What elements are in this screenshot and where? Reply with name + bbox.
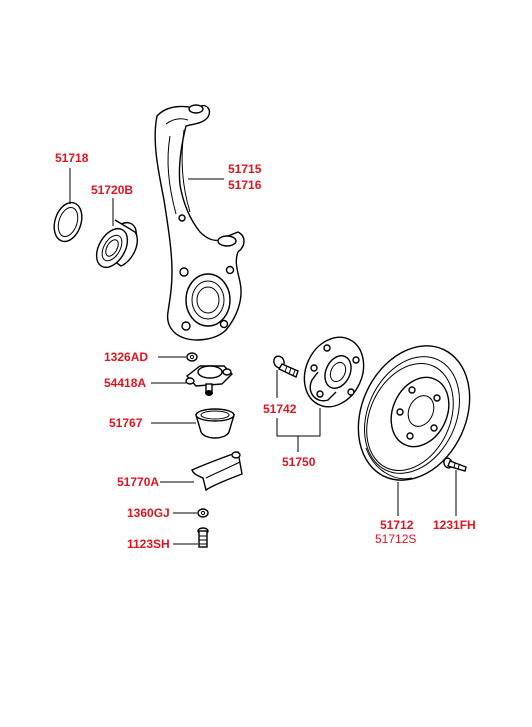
label-1231fh: 1231FH [433,518,476,532]
wheel-hub-51750[interactable] [293,328,374,417]
label-51712s: 51712S [375,532,417,546]
steering-knuckle-51715[interactable] [154,104,245,341]
hub-bolt-51742[interactable] [272,354,299,378]
label-51712: 51712 [380,518,414,532]
label-51718: 51718 [55,151,89,165]
label-51750: 51750 [282,455,316,469]
label-54418a: 54418A [104,376,147,390]
label-51767: 51767 [109,416,143,430]
screw-1231fh[interactable] [443,457,467,472]
label-51715: 51715 [228,162,262,176]
label-51716: 51716 [228,178,262,192]
label-1360gj: 1360GJ [127,506,170,520]
label-51770a: 51770A [117,475,160,489]
label-1326ad: 1326AD [104,350,149,364]
label-51742: 51742 [263,402,297,416]
label-51720b: 51720B [91,183,134,197]
bracket-51770a[interactable] [191,451,243,492]
ball-joint-54418a[interactable] [185,365,233,396]
dust-boot-51767[interactable] [195,408,235,439]
snap-ring-51718[interactable] [49,199,86,245]
bolt-1123sh[interactable] [197,527,209,548]
brake-disc-51712[interactable] [337,328,490,499]
nut-1326ad[interactable] [186,352,198,362]
nut-1360gj[interactable] [197,508,209,518]
wheel-bearing-51720b[interactable] [90,217,143,272]
label-1123sh: 1123SH [127,537,170,551]
